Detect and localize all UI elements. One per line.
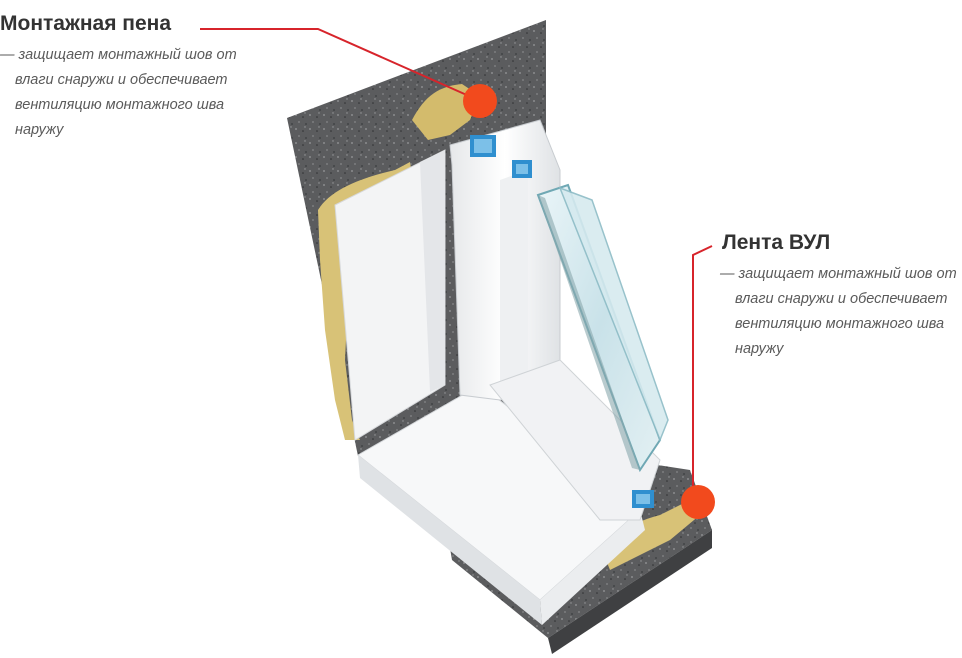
tape-desc-line-1: — защищает монтажный шов от — [720, 266, 957, 282]
tape-callout-description: — защищает монтажный шов от влаги снаруж… — [720, 262, 957, 362]
tape-desc-line-3: вентиляцию монтажного шва — [735, 316, 945, 332]
tape-desc-line-2: влаги снаружи и обеспечивает — [735, 291, 948, 307]
foam-callout-title: Монтажная пена — [0, 12, 172, 35]
tape-leader-line — [692, 245, 713, 490]
foam-desc-line-3: вентиляцию монтажного шва — [15, 97, 225, 113]
foam-desc-line-4: наружу — [15, 122, 64, 138]
foam-desc-line-1: — защищает монтажный шов от — [0, 47, 237, 63]
foam-leader-line — [200, 28, 479, 101]
tape-marker — [681, 485, 715, 519]
tape-desc-line-4: наружу — [735, 341, 784, 357]
window-frame — [449, 119, 661, 521]
interior-slope-panel — [334, 149, 446, 441]
foam-desc-line-2: влаги снаружи и обеспечивает — [15, 72, 228, 88]
tape-callout-title: Лента ВУЛ — [722, 231, 831, 254]
foam-callout-description: — защищает монтажный шов от влаги снаруж… — [0, 43, 237, 143]
glass-unit — [536, 183, 669, 473]
foam-marker — [463, 84, 497, 118]
